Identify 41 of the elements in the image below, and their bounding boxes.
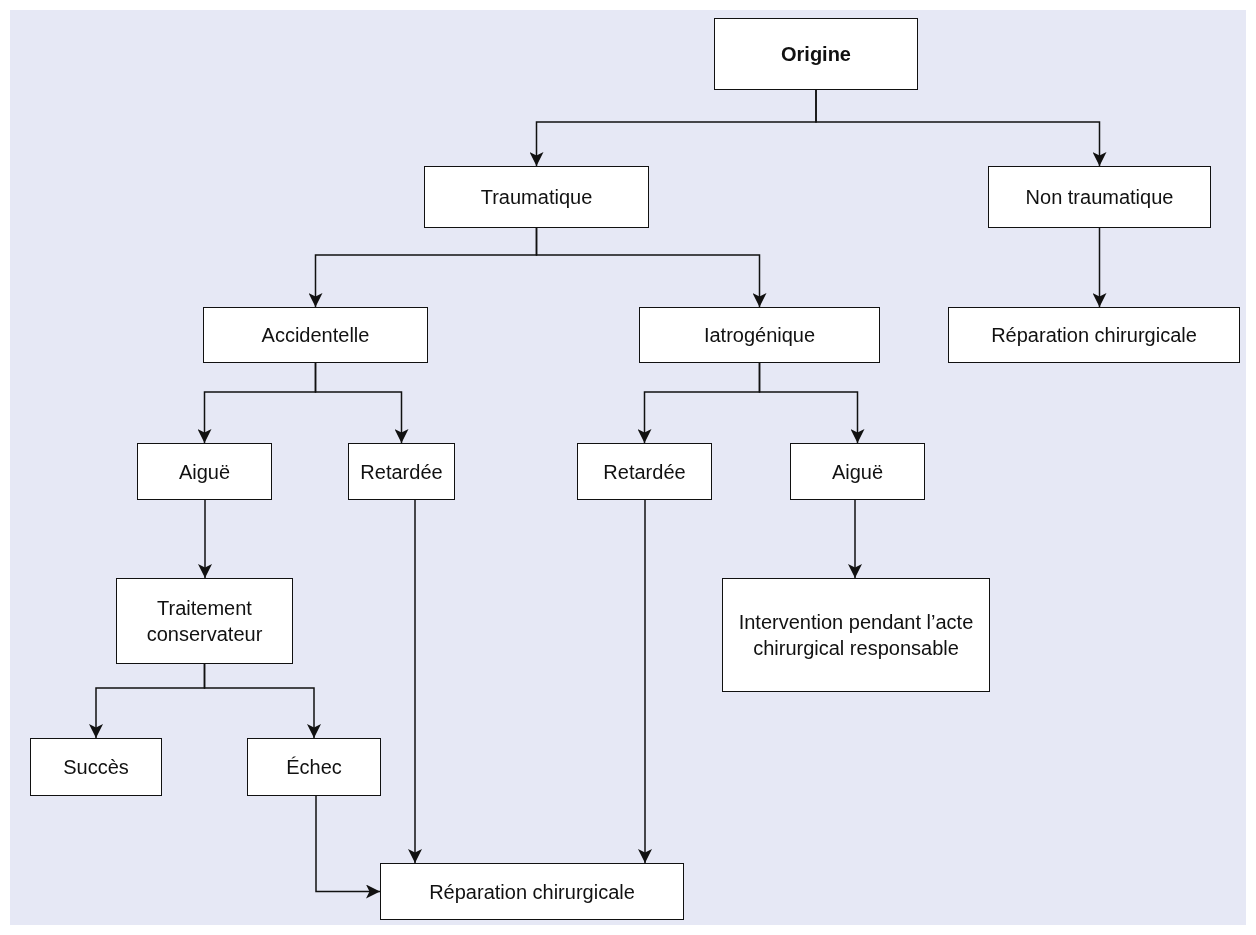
box-label: Iatrogénique — [703, 323, 816, 348]
process-box — [790, 443, 925, 500]
process-box — [722, 578, 990, 692]
box-label: Traitement conservateur — [145, 596, 264, 647]
process-box — [639, 307, 880, 363]
arrow — [408, 499, 422, 864]
box-label: Réparation chirurgicale — [991, 323, 1197, 348]
box-label: Origine — [781, 42, 851, 67]
box-label: Échec — [286, 755, 342, 780]
process-box — [424, 166, 649, 228]
box-label: Retardée — [360, 459, 443, 485]
process-box — [348, 443, 455, 500]
box-label: Non traumatique — [1025, 185, 1174, 210]
box-label: Traumatique — [480, 185, 593, 210]
process-box — [30, 738, 162, 796]
arrow — [198, 499, 212, 579]
process-box — [247, 738, 381, 796]
arrow — [848, 499, 862, 579]
process-box — [577, 443, 712, 500]
process-box — [116, 578, 293, 664]
process-box — [137, 443, 272, 500]
arrow — [758, 362, 865, 444]
arrow — [314, 362, 409, 444]
box-label: Réparation chirurgicale — [429, 879, 635, 905]
arrow — [638, 499, 652, 864]
arrow — [203, 663, 321, 739]
box-label: Aiguë — [831, 459, 884, 485]
process-box — [988, 166, 1211, 228]
process-box — [714, 18, 918, 90]
process-box — [203, 307, 428, 363]
box-label: Retardée — [603, 459, 686, 485]
arrow — [815, 89, 1107, 167]
process-box — [948, 307, 1240, 363]
box-label: Succès — [63, 755, 129, 780]
box-label: Accidentelle — [261, 323, 370, 348]
box-label: Intervention pendant l’acte chirurgical responsable — [737, 610, 975, 661]
arrow — [535, 227, 767, 308]
process-box — [380, 863, 684, 920]
arrow — [315, 795, 381, 899]
arrow — [1092, 227, 1107, 308]
box-label: Aiguë — [178, 459, 231, 485]
